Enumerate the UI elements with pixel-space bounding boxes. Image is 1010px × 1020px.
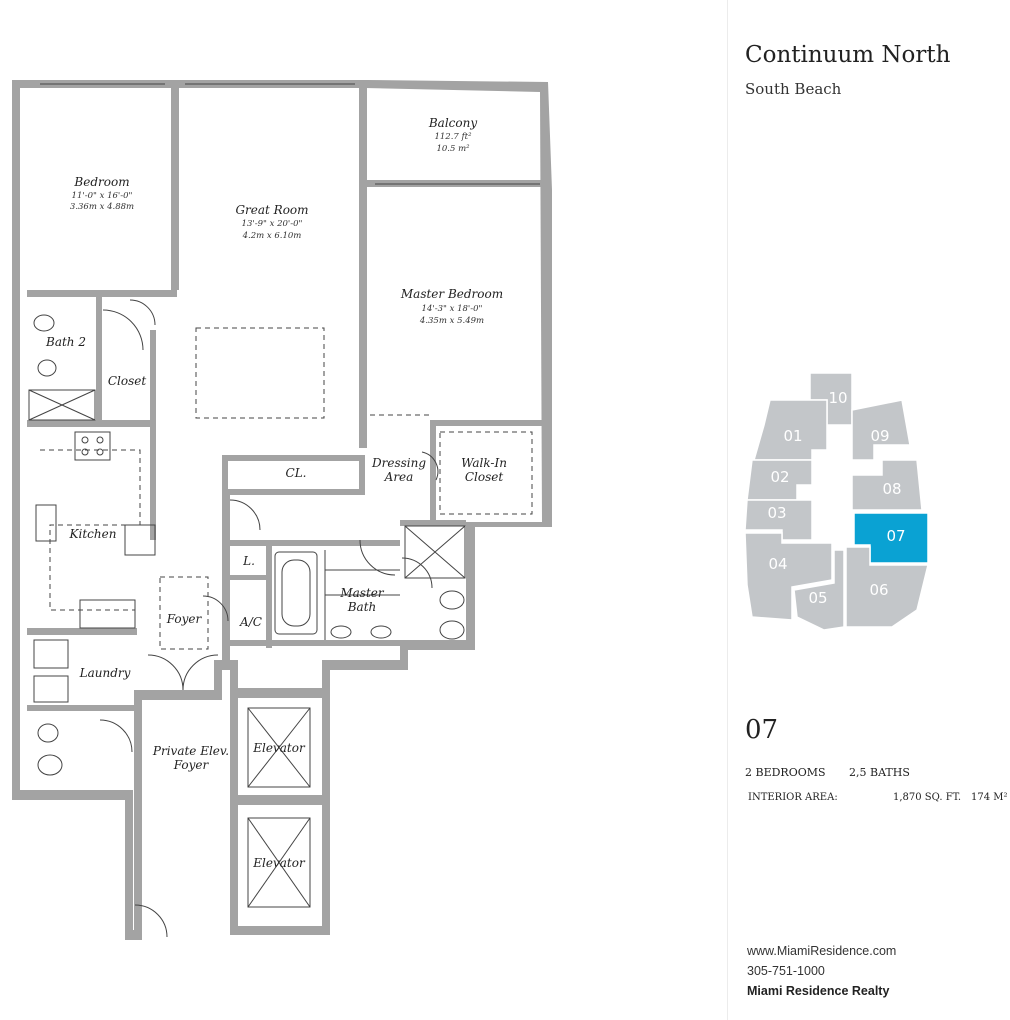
- elevator-shafts: [245, 705, 313, 910]
- unit-05[interactable]: [793, 549, 845, 631]
- company-name: Miami Residence Realty: [747, 984, 890, 998]
- interior-walls: [27, 88, 542, 805]
- windows: [40, 83, 540, 185]
- dressing-area-label-2: Area: [384, 470, 414, 484]
- interior-area-sqft: 1,870 SQ. FT.: [893, 792, 962, 803]
- master-bath-fixtures: [274, 525, 466, 640]
- walk-in-closet-label-2: Closet: [465, 470, 504, 484]
- master-bath-label-2: Bath: [347, 600, 377, 614]
- panel-divider: [727, 0, 728, 1020]
- bedroom-dim-metric: 3.36m x 4.88m: [70, 202, 134, 212]
- master-bedroom-dim-metric: 4.35m x 5.49m: [419, 316, 484, 326]
- great-room-label: Great Room: [235, 203, 308, 217]
- great-room-dim-imperial: 13'-9" x 20'-0": [242, 219, 303, 229]
- laundry-label: Laundry: [79, 666, 131, 680]
- great-room-ceiling: [195, 327, 325, 419]
- bedroom-dim-imperial: 11'-0" x 16'-0": [72, 191, 133, 201]
- foyer-label: Foyer: [166, 612, 203, 626]
- ac-label: A/C: [239, 615, 262, 629]
- great-room-dim-metric: 4.2m x 6.10m: [242, 231, 302, 241]
- master-bath-label-1: Master: [339, 586, 385, 600]
- unit-06-label: 06: [869, 581, 888, 599]
- linen-label: L.: [242, 554, 255, 568]
- balcony-area-imperial: 112.7 ft²: [434, 132, 472, 142]
- walk-in-shelves: [439, 431, 533, 515]
- unit-04-label: 04: [768, 555, 787, 573]
- master-bedroom-label: Master Bedroom: [400, 287, 503, 301]
- unit-10-label: 10: [828, 389, 847, 407]
- unit-03-label: 03: [767, 504, 786, 522]
- interior-area-label: INTERIOR AREA:: [748, 792, 838, 803]
- unit-09-label: 09: [870, 427, 889, 445]
- unit-number: 07: [745, 715, 779, 745]
- private-elev-foyer-label-2: Foyer: [173, 758, 210, 772]
- private-elev-foyer-label-1: Private Elev.: [152, 744, 229, 758]
- unit-08-label: 08: [882, 480, 901, 498]
- interior-area-sqm: 174 M²: [971, 792, 1008, 803]
- elevator-label-1: Elevator: [252, 741, 306, 755]
- master-bedroom-dim-imperial: 14'-3" x 18'-0": [422, 304, 483, 314]
- kitchen-label: Kitchen: [69, 527, 117, 541]
- phone-number[interactable]: 305-751-1000: [747, 964, 825, 978]
- unit-01[interactable]: [753, 399, 828, 461]
- floor-plan: Bedroom 11'-0" x 16'-0" 3.36m x 4.88m Gr…: [12, 80, 552, 940]
- bath2-label: Bath 2: [45, 335, 86, 349]
- key-plan: 10 01 09 02 08 03 07 04 05 06: [744, 372, 929, 631]
- website-link[interactable]: www.MiamiResidence.com: [747, 944, 897, 958]
- kitchen-appliances: [33, 431, 156, 703]
- building-location: South Beach: [745, 80, 842, 98]
- baths-count: 2,5 BATHS: [849, 766, 910, 779]
- unit-08[interactable]: [851, 459, 923, 511]
- bath2-fixtures: [28, 314, 96, 421]
- doors: [99, 299, 439, 938]
- building-title: Continuum North: [745, 42, 951, 68]
- balcony-area-metric: 10.5 m²: [436, 144, 470, 154]
- kitchen-counter-outline: [40, 449, 141, 611]
- unit-09[interactable]: [851, 399, 911, 461]
- cl-label: CL.: [286, 466, 307, 480]
- unit-01-label: 01: [783, 427, 802, 445]
- walk-in-closet-label-1: Walk-In: [461, 456, 507, 470]
- unit-07-label: 07: [886, 527, 905, 545]
- dressing-area-label-1: Dressing: [371, 456, 426, 470]
- foyer-outline: [159, 576, 209, 650]
- unit-04[interactable]: [744, 532, 833, 621]
- elevator-label-2: Elevator: [252, 856, 306, 870]
- unit-06[interactable]: [845, 546, 929, 628]
- bedrooms-count: 2 BEDROOMS: [745, 766, 826, 779]
- unit-02-label: 02: [770, 468, 789, 486]
- balcony-label: Balcony: [428, 116, 477, 130]
- unit-05-label: 05: [808, 589, 827, 607]
- powder-fixtures: [37, 723, 63, 776]
- bedroom-label: Bedroom: [73, 175, 129, 189]
- closet-label: Closet: [108, 374, 147, 388]
